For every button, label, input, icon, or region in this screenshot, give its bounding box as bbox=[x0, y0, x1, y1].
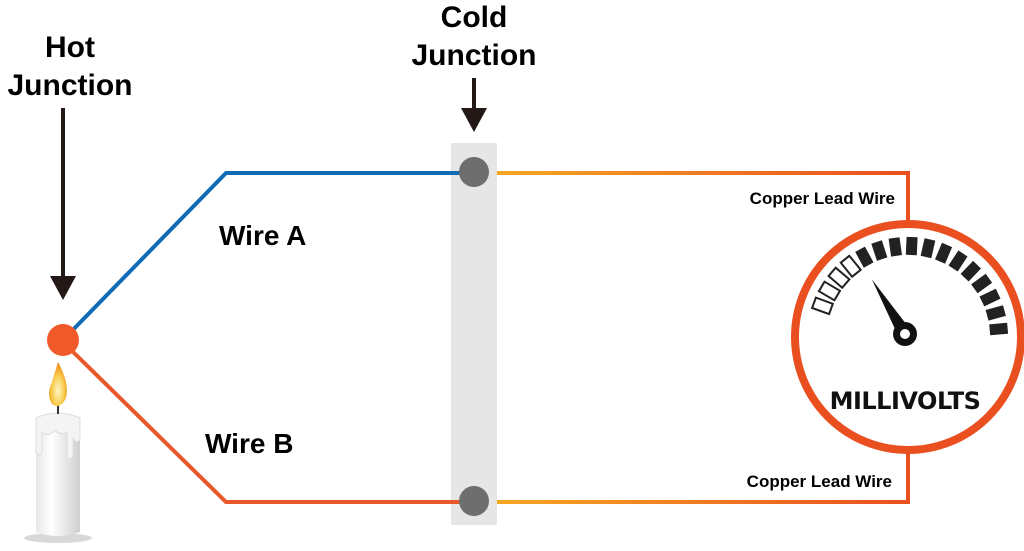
meter-scale-segment bbox=[948, 250, 968, 272]
cold-junction-arrow-icon bbox=[461, 78, 487, 132]
copper-lead-wire-bottom-label: Copper Lead Wire bbox=[747, 472, 892, 491]
meter-scale-segment bbox=[979, 288, 1001, 307]
meter-scale-segment bbox=[810, 296, 835, 316]
millivolt-meter: MILLIVOLTS bbox=[791, 220, 1024, 454]
hot-junction-dot bbox=[47, 324, 79, 356]
hot-junction-label-line2: Junction bbox=[8, 69, 133, 102]
meter-scale-segment bbox=[827, 266, 851, 290]
meter-scale-segment bbox=[971, 273, 993, 294]
meter-scale-segment bbox=[817, 280, 842, 302]
wire-a-label: Wire A bbox=[219, 220, 306, 251]
meter-scale bbox=[810, 236, 1009, 336]
terminal-top bbox=[459, 157, 489, 187]
meter-scale-segment bbox=[989, 322, 1009, 336]
cold-junction-label-line2: Junction bbox=[412, 39, 537, 72]
meter-needle-icon bbox=[871, 279, 917, 346]
hot-junction-label-line1: Hot bbox=[45, 31, 95, 64]
flame-icon bbox=[49, 362, 67, 406]
meter-scale-segment bbox=[855, 246, 874, 268]
meter-scale-segment bbox=[935, 242, 953, 264]
meter-scale-segment bbox=[905, 236, 918, 256]
meter-scale-segment bbox=[839, 254, 863, 279]
meter-scale-segment bbox=[871, 240, 888, 261]
copper-lead-wire-bottom bbox=[497, 452, 910, 504]
wire-b bbox=[62, 341, 474, 504]
candle-icon bbox=[24, 362, 92, 543]
wire-a bbox=[62, 171, 474, 341]
hot-junction-arrow-icon bbox=[50, 108, 76, 300]
meter-scale-segment bbox=[888, 237, 902, 257]
meter-scale-segment bbox=[920, 238, 936, 259]
meter-label: MILLIVOLTS bbox=[830, 387, 981, 415]
meter-scale-segment bbox=[985, 305, 1006, 321]
terminal-bottom bbox=[459, 486, 489, 516]
terminal-block bbox=[451, 143, 497, 525]
wire-b-label: Wire B bbox=[205, 428, 293, 459]
cold-junction-label-line1: Cold bbox=[441, 1, 508, 34]
copper-lead-wire-top bbox=[497, 171, 910, 222]
copper-lead-wire-top-label: Copper Lead Wire bbox=[750, 189, 895, 208]
meter-scale-segment bbox=[960, 260, 981, 282]
